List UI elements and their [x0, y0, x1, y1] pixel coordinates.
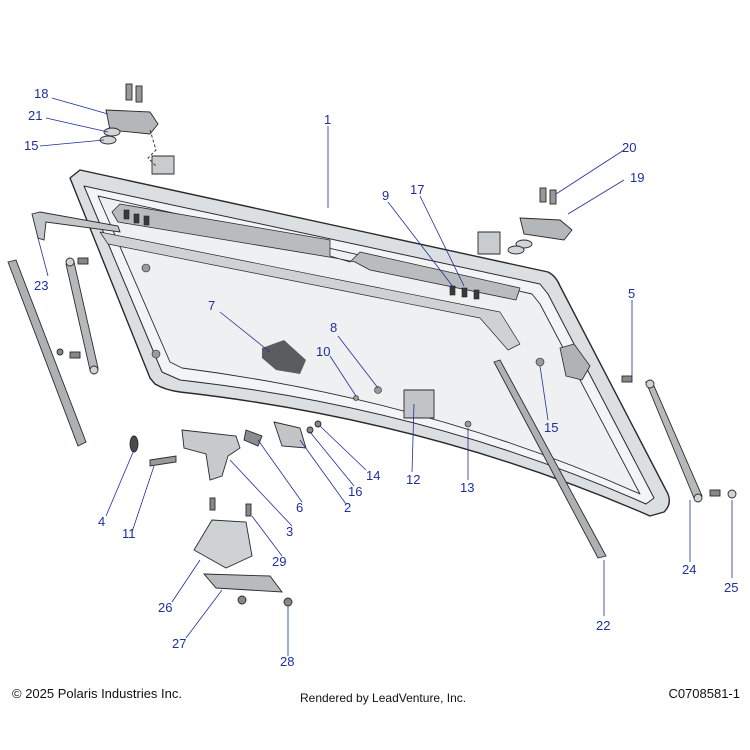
latch-plate: [403, 389, 435, 419]
frame-hinge-left: [151, 155, 175, 175]
right-seal-strip: [493, 359, 607, 559]
callout-14: 14: [366, 468, 380, 483]
callout-28: 28: [280, 654, 294, 669]
callout-9: 9: [382, 188, 389, 203]
leader-lines: [37, 97, 733, 656]
callout-26: 26: [158, 600, 172, 615]
callout-5: 5: [628, 286, 635, 301]
callout-11: 11: [122, 526, 136, 541]
callout-19: 19: [630, 170, 644, 185]
left-seal-strip: [7, 259, 87, 447]
corner-bracket-right: [559, 343, 591, 381]
callout-15a: 15: [24, 138, 38, 153]
mount-plate: [202, 573, 283, 593]
callout-24: 24: [682, 562, 696, 577]
callout-13: 13: [460, 480, 474, 495]
hinge-bracket-right: [507, 187, 573, 255]
callout-21: 21: [28, 108, 42, 123]
callout-20: 20: [622, 140, 636, 155]
frame-hinge-right: [477, 231, 501, 255]
hardware: [123, 209, 545, 428]
callout-12: 12: [406, 472, 420, 487]
callout-25: 25: [724, 580, 738, 595]
lower-mount-assembly: [193, 497, 293, 607]
callout-27: 27: [172, 636, 186, 651]
callout-1: 1: [324, 112, 331, 127]
callout-4: 4: [98, 514, 105, 529]
latch-handle-assembly: [129, 420, 322, 481]
callout-15b: 15: [544, 420, 558, 435]
left-trim: [7, 211, 121, 447]
hinge-bracket-left: [99, 83, 159, 167]
callout-17: 17: [410, 182, 424, 197]
callout-10: 10: [316, 344, 330, 359]
callout-6: 6: [296, 500, 303, 515]
callout-29: 29: [272, 554, 286, 569]
callout-23: 23: [34, 278, 48, 293]
callout-3: 3: [286, 524, 293, 539]
window-assembly: [69, 155, 671, 517]
glass-top-trim: [111, 203, 521, 301]
glass-seal-strip: [99, 231, 521, 351]
callout-8: 8: [330, 320, 337, 335]
callout-16: 16: [348, 484, 362, 499]
striker-housing: [193, 519, 253, 569]
latch-handle: [181, 429, 241, 481]
callout-2: 2: [344, 500, 351, 515]
gas-strut-left: [56, 257, 99, 375]
upper-weather-strip: [31, 211, 121, 241]
callout-labels: 1 2 3 4 5 6 7 8 9 10 11 12 13 14 15 15 1…: [24, 86, 738, 669]
rendered-by-text: Rendered by LeadVenture, Inc.: [300, 691, 467, 705]
copyright-text: © 2025 Polaris Industries Inc.: [12, 686, 182, 701]
callout-22: 22: [596, 618, 610, 633]
glass-decal-patch: [262, 340, 306, 374]
gas-strut-right: [621, 375, 737, 503]
callout-18: 18: [34, 86, 48, 101]
diagram-code: C0708581-1: [668, 686, 740, 701]
callout-7: 7: [208, 298, 215, 313]
